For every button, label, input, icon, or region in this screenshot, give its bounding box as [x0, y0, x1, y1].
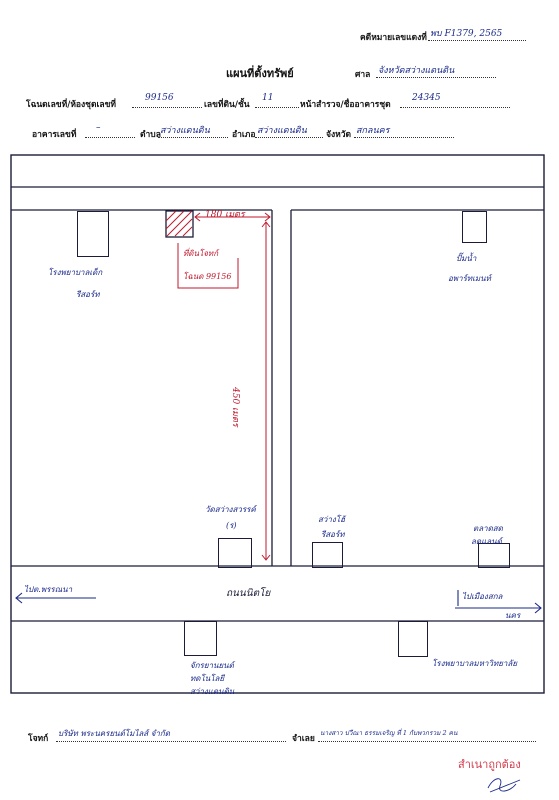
building-hospital	[398, 621, 428, 657]
survey-label: หน้าสำรวจ/ชื่ออาคารชุด	[300, 100, 391, 110]
survey-value: 24345	[412, 93, 441, 103]
top-right-label-2: อพาร์ทเมนท์	[448, 274, 491, 283]
plaintiff-value: บริษัท พระนครยนต์โมไลส์ จำกัด	[58, 729, 170, 738]
map-title: แผนที่ตั้งทรัพย์	[226, 67, 294, 80]
court-label: ศาล	[355, 70, 371, 80]
land-no-label: เลขที่ดิน/ชั้น	[204, 100, 250, 110]
resort-top-left-label-2: รีสอร์ท	[76, 290, 100, 299]
temple-label-1: วัดสว่างสวรรค์	[205, 505, 256, 514]
tech-school-label-3: สว่างแดนดิน	[190, 687, 235, 696]
hospital-label: โรงพยาบาลมหาวิทยาลัย	[432, 659, 517, 668]
defendant-label: จำเลย	[292, 734, 315, 744]
building-resort-middle	[312, 542, 343, 568]
resort-middle-label-2: รีสอร์ท	[321, 530, 345, 539]
defendant-value: นางสาว ปวีณา ธรรมเจริญ ที่ 1 กับพวกรวม 2…	[320, 729, 458, 737]
province-value: สกลนคร	[356, 126, 390, 136]
direction-left-label: ไปต.พรรณนา	[24, 585, 73, 594]
property-label-1: ที่ดินโจทก์	[183, 249, 219, 258]
deed-value: 99156	[145, 93, 174, 103]
market-label-2: ลดแลนด์	[471, 537, 502, 546]
property-label-2: โฉนด 99156	[183, 272, 232, 281]
certified-copy-stamp: สำเนาถูกต้อง	[458, 758, 521, 771]
subdistrict-label: ตำบล	[140, 130, 161, 140]
building-apartment-top-right	[462, 211, 487, 243]
case-number-label: คดีหมายเลขแดงที่	[360, 33, 427, 43]
tech-school-label-2: ทดโนโลยี	[190, 674, 225, 683]
plaintiff-label: โจทก์	[28, 734, 49, 744]
direction-right-label-2: นคร	[505, 611, 521, 620]
court-value: จังหวัดสว่างแดนดิน	[378, 66, 455, 76]
building-value: –	[96, 123, 101, 133]
resort-middle-label-1: สว่างโฮ้	[318, 515, 345, 524]
road-name: ถนนนิตโย	[226, 588, 271, 599]
distance-top-label: 180 เมตร	[205, 210, 245, 220]
district-label: อำเภอ	[232, 130, 256, 140]
province-label: จังหวัด	[326, 130, 352, 140]
building-tech-school	[184, 621, 217, 656]
top-right-label-1: ปั๊มน้ำ	[456, 254, 477, 263]
deed-label: โฉนดเลขที่/ห้องชุดเลขที่	[26, 100, 116, 110]
building-temple	[218, 538, 252, 568]
building-resort-top-left	[77, 211, 109, 257]
temple-label-2: (ร)	[226, 521, 237, 530]
building-market	[478, 543, 510, 568]
market-label-1: ตลาดสด	[473, 524, 503, 533]
tech-school-label-1: จักรยานยนต์	[190, 661, 234, 670]
district-value: สว่างแดนดิน	[257, 126, 307, 136]
resort-top-left-label-1: โรงพยาบาลเด็ก	[48, 268, 103, 277]
direction-right-label-1: ไปเมืองสกล	[462, 592, 503, 601]
land-no-value: 11	[262, 93, 274, 103]
case-number-value: พบ F1379, 2565	[430, 29, 503, 39]
distance-vertical-label: 450 เมตร	[230, 387, 240, 427]
building-label: อาคารเลขที่	[32, 130, 77, 140]
subdistrict-value: สว่างแดนดิน	[160, 126, 210, 136]
